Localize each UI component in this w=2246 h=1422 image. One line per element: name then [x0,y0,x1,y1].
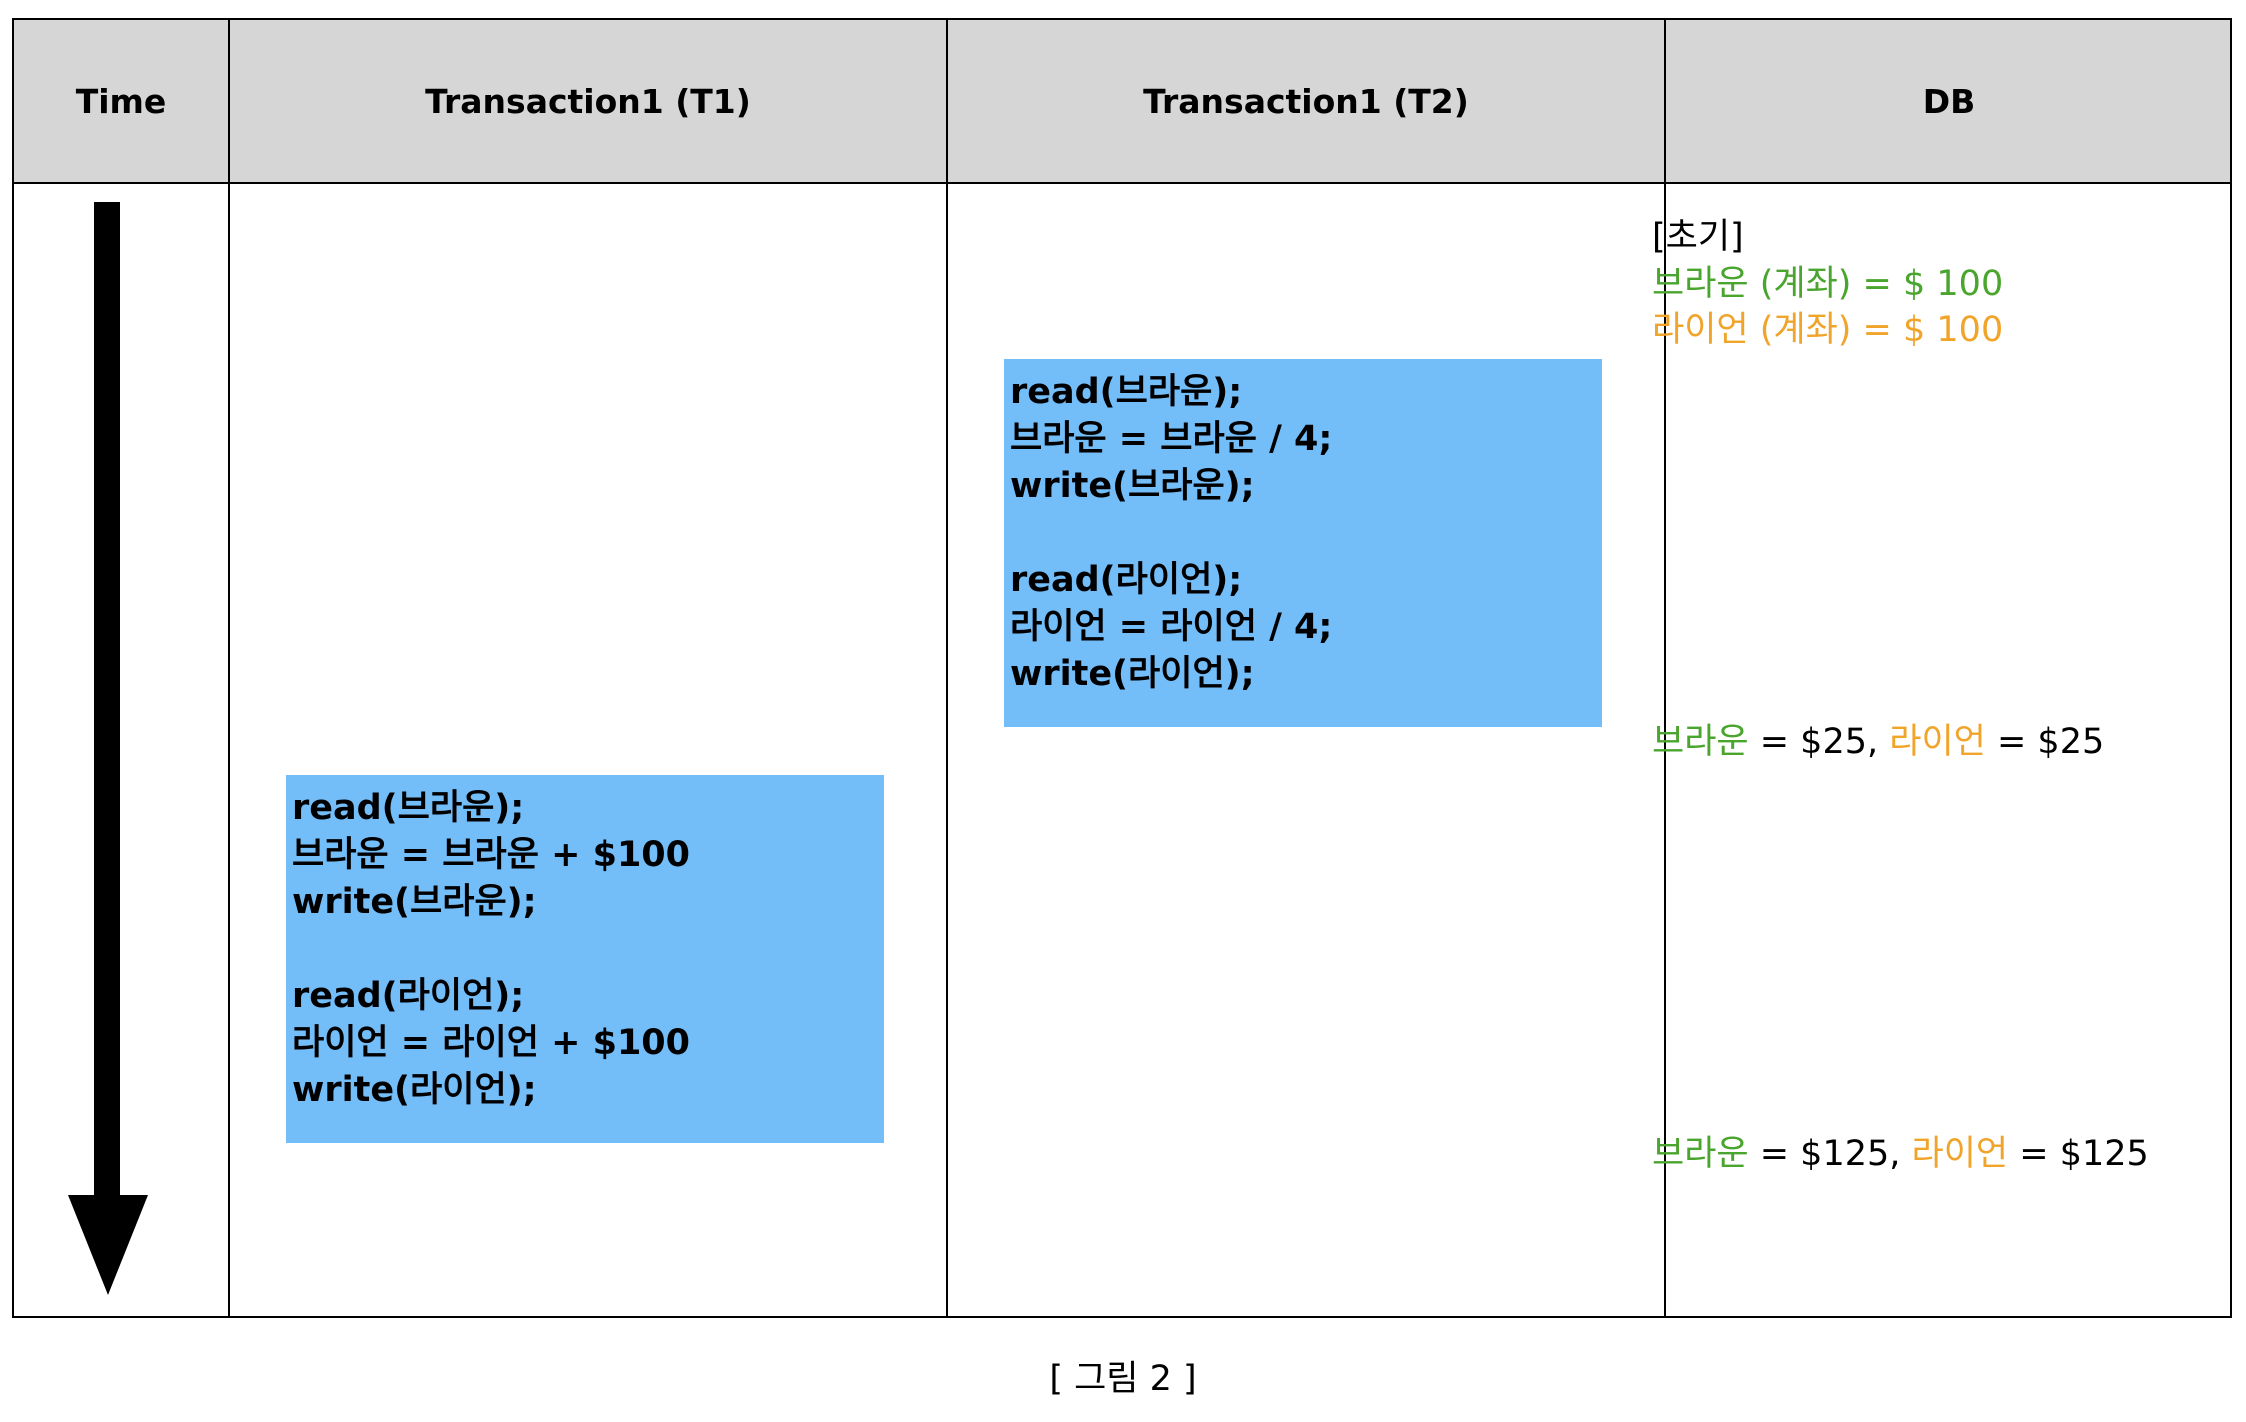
spacer [292,926,878,973]
header-time: Time [75,81,167,121]
t2-operation-block: read(브라운); 브라운 = 브라운 / 4; write(브라운); re… [1004,359,1602,727]
db-brown-value: = $25, [1748,722,1890,762]
t1-line: write(라이언); [292,1070,537,1110]
db-state-after-t2: 브라운 = $25, 라이언 = $25 [1652,713,2104,764]
t1-line: write(브라운); [292,882,537,922]
column-divider [946,20,948,1316]
db-ryan-value: = $25 [1985,722,2105,762]
db-initial-brown: 브라운 (계좌) = $ 100 [1652,264,2004,304]
header-t2: Transaction1 (T2) [1143,81,1469,121]
db-ryan-value: = $125 [2008,1134,2149,1174]
db-initial-label: [초기] [1652,217,1744,257]
db-brown-name: 브라운 [1652,1134,1749,1174]
t2-line: write(브라운); [1010,466,1255,506]
column-divider [1664,20,1666,1316]
t1-line: read(라이언); [292,976,525,1016]
t1-line: 브라운 = 브라운 + $100 [292,835,691,875]
time-arrow-shaft [94,202,120,1214]
t2-line: 라이언 = 라이언 / 4; [1010,607,1333,647]
t2-line: read(브라운); [1010,372,1243,412]
transaction-table: Time Transaction1 (T1) Transaction1 (T2)… [12,18,2232,1318]
column-divider [228,20,230,1316]
db-initial-ryan: 라이언 (계좌) = $ 100 [1652,310,2004,350]
db-brown-value: = $125, [1748,1134,1912,1174]
t2-line: read(라이언); [1010,560,1243,600]
t2-line: write(라이언); [1010,654,1255,694]
header-t1: Transaction1 (T1) [425,81,751,121]
spacer [1010,510,1596,557]
table-header: Time Transaction1 (T1) Transaction1 (T2)… [14,20,2230,184]
db-ryan-name: 라이언 [1889,722,1986,762]
db-ryan-name: 라이언 [1911,1134,2009,1174]
header-db: DB [1922,81,1976,121]
t2-line: 브라운 = 브라운 / 4; [1010,419,1333,459]
time-arrow-head [68,1195,148,1295]
db-state-after-t1: 브라운 = $125, 라이언 = $125 [1652,1125,2149,1176]
t1-line: read(브라운); [292,788,525,828]
db-brown-name: 브라운 [1652,722,1749,762]
t1-line: 라이언 = 라이언 + $100 [292,1023,691,1063]
figure-caption: [ 그림 2 ] [1049,1359,1197,1399]
t1-operation-block: read(브라운); 브라운 = 브라운 + $100 write(브라운); … [286,775,884,1143]
